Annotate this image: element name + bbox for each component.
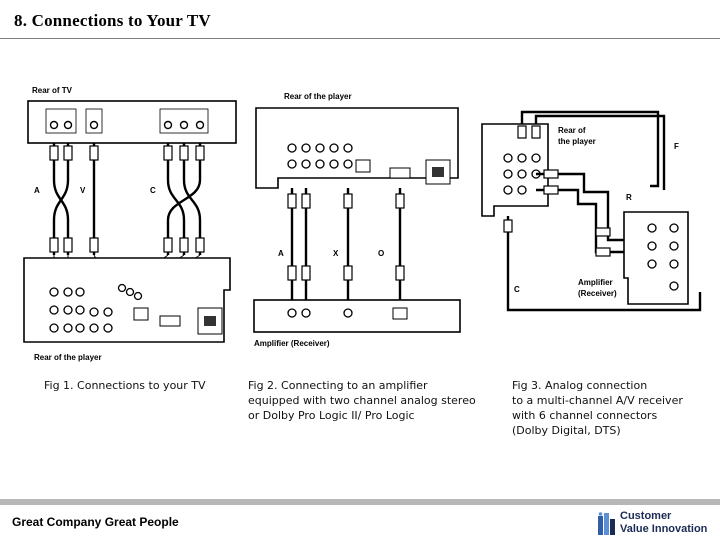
label-rear-of-player-line2: the player xyxy=(558,137,596,146)
figure-3-caption: Fig 3. Analog connection to a multi-chan… xyxy=(512,379,683,437)
cable-label-x: X xyxy=(333,249,339,258)
figure-2-caption: Fig 2. Connecting to an amplifier equipp… xyxy=(248,379,476,422)
cable-label-o: O xyxy=(378,249,384,258)
label-rear-of-player: Rear of the player xyxy=(284,92,352,101)
cable-label-c: C xyxy=(150,186,156,195)
label-amplifier-line1: Amplifier xyxy=(578,278,613,287)
logo-text: Customer Value Innovation xyxy=(620,510,707,536)
figure-2-amplifier-connection-diagram: Rear of the player A X O Amplifier (Rece… xyxy=(253,92,461,348)
cable-label-v: V xyxy=(80,186,86,195)
footer-company-slogan: Great Company Great People xyxy=(12,515,179,529)
label-amplifier-line2: (Receiver) xyxy=(578,289,617,298)
figure-3-multichannel-receiver-diagram: Rear of the player F R C Amplifier (Rece… xyxy=(481,110,702,312)
cable-label-f: F xyxy=(674,142,679,151)
label-rear-of-player: Rear of the player xyxy=(34,353,102,362)
label-rear-of-tv: Rear of TV xyxy=(32,86,73,95)
cable-label-a: A xyxy=(278,249,284,258)
page-title: 8. Connections to Your TV xyxy=(14,11,211,30)
cable-label-c: C xyxy=(514,285,520,294)
figure-1-caption: Fig 1. Connections to your TV xyxy=(44,379,206,392)
footer-divider xyxy=(0,499,720,505)
logo-line-2: Value Innovation xyxy=(620,523,708,535)
cable-label-a: A xyxy=(34,186,40,195)
title-divider xyxy=(0,38,720,39)
label-rear-of-player-line1: Rear of xyxy=(558,126,586,135)
label-amplifier: Amplifier (Receiver) xyxy=(254,339,330,348)
figure-1-tv-connection-diagram: Rear of TV A V C xyxy=(23,86,237,362)
logo-icon xyxy=(598,512,615,535)
cable-label-r: R xyxy=(626,193,632,202)
logo-line-1: Customer xyxy=(620,510,672,522)
company-logo: Customer Value Innovation xyxy=(596,510,716,538)
